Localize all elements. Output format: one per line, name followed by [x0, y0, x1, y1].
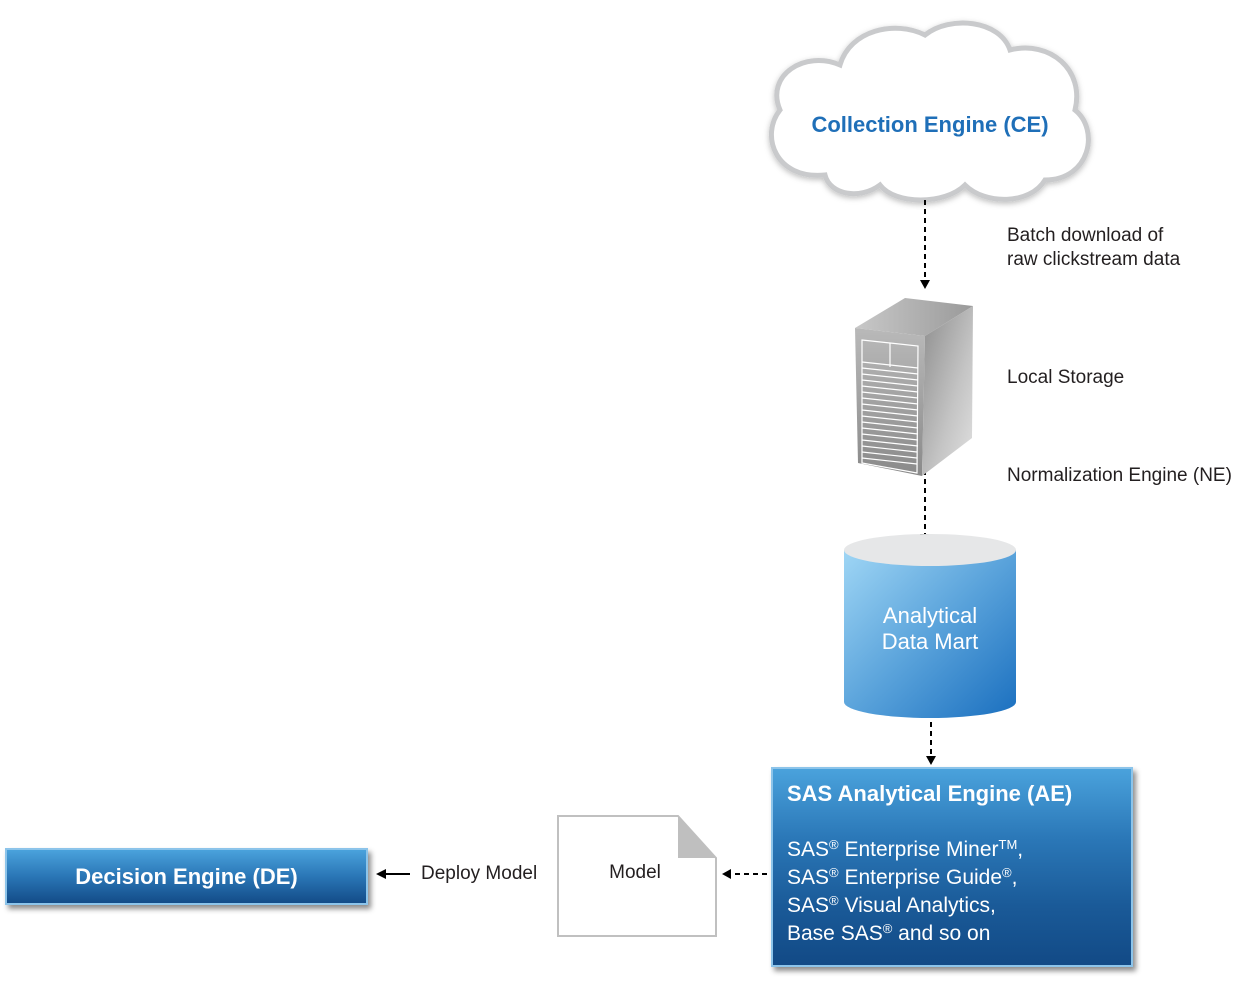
arrowhead-model [722, 869, 731, 879]
trademark-mark: TM [998, 837, 1018, 852]
batch-download-label-line2: raw clickstream data [1007, 249, 1181, 270]
normalization-engine-label: Normalization Engine (NE) [1007, 465, 1232, 486]
data-mart-line1: Analytical [882, 603, 978, 628]
local-storage-label: Local Storage [1007, 367, 1125, 388]
registered-mark: ® [829, 865, 839, 880]
product-line: SAS® Visual Analytics, [787, 887, 996, 920]
product-text: , [1011, 866, 1018, 889]
decision-engine-title: Decision Engine (DE) [75, 863, 298, 889]
product-text: Base SAS [787, 922, 883, 945]
product-text: SAS [787, 866, 830, 889]
arrowhead-storage [920, 280, 930, 289]
product-line: SAS® Enterprise Guide®, [787, 859, 1017, 892]
decision-engine-box: Decision Engine (DE) [5, 848, 368, 905]
deploy-model-label: Deploy Model [421, 863, 538, 884]
product-text: Enterprise Miner [838, 838, 999, 861]
model-label: Model [609, 862, 661, 883]
model-document-icon [557, 815, 717, 937]
product-text: SAS [787, 838, 830, 861]
server-tower-icon [855, 298, 973, 476]
collection-engine-label: Collection Engine (CE) [811, 112, 1049, 137]
product-line: Base SAS® and so on [787, 915, 990, 948]
collection-engine-cloud [769, 20, 1091, 203]
product-text: , [1017, 838, 1024, 861]
product-text: Enterprise Guide [838, 866, 1003, 889]
registered-mark: ® [829, 893, 839, 908]
registered-mark: ® [1002, 865, 1012, 880]
arrowhead-ae [926, 756, 936, 765]
product-line: SAS® Enterprise MinerTM, [787, 831, 1023, 864]
analytical-engine-title: SAS Analytical Engine (AE) [787, 781, 1073, 806]
analytical-data-mart-cylinder [844, 534, 1016, 718]
data-mart-line2: Data Mart [881, 629, 979, 654]
registered-mark: ® [829, 837, 839, 852]
product-text: Visual Analytics, [838, 894, 996, 917]
registered-mark: ® [882, 921, 893, 936]
product-text: SAS [787, 894, 830, 917]
batch-download-label-line1: Batch download of [1007, 225, 1164, 246]
product-text: and so on [892, 922, 991, 945]
arrowhead-de [376, 869, 386, 879]
analytical-engine-box: SAS Analytical Engine (AE) SAS® Enterpri… [771, 767, 1133, 967]
analytical-data-mart-label: Analytical Data Mart [845, 603, 1015, 655]
